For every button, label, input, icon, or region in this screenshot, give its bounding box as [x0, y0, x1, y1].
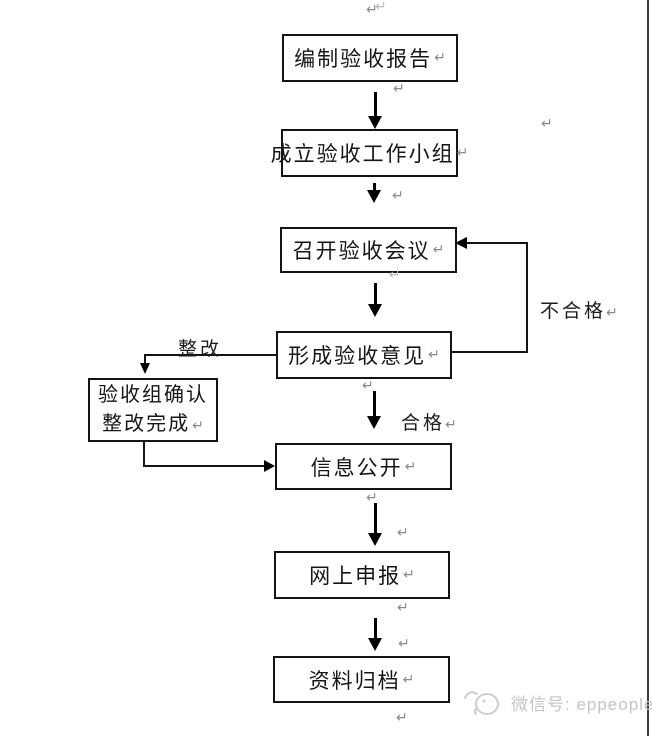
- flow-box-label: 信息公开: [310, 455, 403, 480]
- flow-box-label: 编制验收报告: [294, 47, 433, 71]
- flow-box-form-group: 成立验收工作小组↵: [271, 129, 468, 177]
- flow-box-label: 成立验收工作小组: [270, 142, 455, 166]
- flow-box-confirm-rectification: 验收组确认 整改完成↵: [88, 378, 218, 442]
- paragraph-mark: ↵: [428, 347, 440, 363]
- flow-box-label: 资料归档: [308, 668, 401, 693]
- paragraph-mark: ↵: [402, 671, 415, 688]
- paragraph-mark: ↵: [456, 145, 469, 161]
- connector-feedback-top: [466, 242, 528, 244]
- arrowhead-down-icon: [140, 363, 150, 374]
- paragraph-mark: ↵: [397, 600, 409, 616]
- wechat-mascot-icon: [462, 687, 504, 717]
- paragraph-mark: ↵: [541, 116, 553, 132]
- arrowhead-left-icon: [455, 237, 467, 249]
- connector-rectify-horizontal: [144, 354, 276, 356]
- paragraph-mark: ↵: [403, 567, 415, 583]
- paragraph-mark: ↵: [393, 81, 405, 97]
- paragraph-mark: ↵: [404, 458, 417, 475]
- flow-box-prepare-report: 编制验收报告↵: [282, 34, 458, 82]
- connector-rectify-vertical: [144, 354, 146, 365]
- label-pass: 合格↵: [401, 413, 457, 434]
- flow-box-online-declare: 网上申报↵: [274, 551, 450, 599]
- label-rectify: 整改: [178, 339, 223, 360]
- connector-sidebox-horizontal: [143, 465, 265, 467]
- flow-box-label: 形成验收意见: [288, 344, 427, 368]
- paragraph-mark: ↵: [445, 417, 457, 433]
- paragraph-mark: ↵: [432, 242, 445, 258]
- arrow-down-icon: [367, 391, 381, 429]
- watermark-text: 微信号: eppeople: [511, 694, 652, 714]
- arrow-down-icon: [368, 618, 382, 651]
- flow-box-label-line1: 验收组确认: [98, 384, 208, 406]
- arrow-down-icon: [368, 92, 382, 129]
- arrow-down-icon: [368, 283, 382, 317]
- flow-box-archive: 资料归档↵: [273, 656, 450, 703]
- flow-box-info-disclosure: 信息公开↵: [275, 443, 452, 490]
- connector-feedback-bottom: [452, 351, 528, 353]
- watermark: 微信号: eppeople: [462, 687, 652, 717]
- page-right-border: [647, 0, 649, 736]
- paragraph-mark: ↵: [389, 267, 401, 283]
- paragraph-mark: ↵: [434, 50, 446, 66]
- flow-box-form-opinion: 形成验收意见↵: [276, 331, 452, 379]
- paragraph-mark: ↵: [396, 710, 408, 726]
- flow-box-label-line2: 整改完成↵: [102, 413, 204, 435]
- arrow-down-icon: [368, 503, 382, 546]
- connector-feedback-vertical: [526, 242, 528, 353]
- connector-sidebox-vertical: [143, 441, 145, 467]
- paragraph-mark: ↵: [398, 636, 410, 652]
- paragraph-mark: ↵: [392, 188, 404, 204]
- paragraph-mark: ↵: [366, 490, 378, 506]
- flow-box-label: 召开验收会议: [292, 239, 431, 263]
- arrowhead-right-icon: [264, 460, 275, 472]
- paragraph-mark: ↵: [192, 418, 204, 434]
- paragraph-mark: ↵: [606, 305, 618, 321]
- flow-box-hold-meeting: 召开验收会议↵: [280, 227, 457, 273]
- paragraph-mark: ↵: [397, 525, 409, 541]
- paragraph-mark: ↵: [362, 378, 374, 394]
- paragraph-mark: ↵: [366, 2, 378, 18]
- paragraph-mark: ↵: [375, 0, 387, 15]
- arrow-down-icon: [367, 183, 381, 203]
- flow-box-label: 网上申报: [309, 564, 402, 588]
- label-fail: 不合格↵: [540, 301, 618, 322]
